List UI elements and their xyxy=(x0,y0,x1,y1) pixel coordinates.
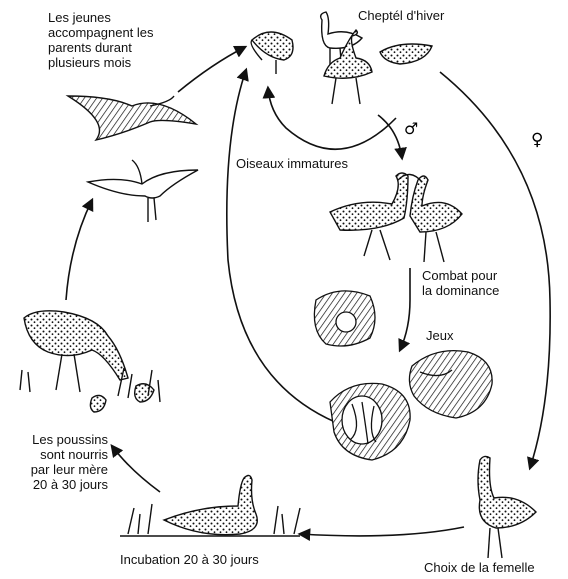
winter-flock-illustration xyxy=(251,12,432,104)
label-chicks-fed: Les poussins sont nourris par leur mère … xyxy=(8,432,108,492)
display-bird-large-illustration xyxy=(330,383,410,460)
label-young-accompany: Les jeunes accompagnent les parents dura… xyxy=(48,10,154,70)
label-immature-birds: Oiseaux immatures xyxy=(236,156,348,171)
display-bird-jeux-illustration xyxy=(409,351,492,418)
standing-female-illustration xyxy=(478,456,536,558)
arrow-combat-to-display xyxy=(400,268,410,350)
flying-juvenile-illustration xyxy=(88,160,198,222)
female-with-chicks-illustration xyxy=(20,311,160,412)
arrow-chicks-to-young xyxy=(66,200,92,300)
arrow-incubation-to-chicks xyxy=(112,446,160,492)
label-incubation: Incubation 20 à 30 jours xyxy=(120,552,259,567)
arrow-immature-back-to-flock xyxy=(268,88,396,149)
arrow-young-to-winter-flock xyxy=(178,47,245,92)
incubating-female-illustration xyxy=(120,475,300,536)
arrow-choice-to-incubation xyxy=(300,527,464,536)
arrow-flock-to-immature xyxy=(378,115,402,158)
label-female-choice: Choix de la femelle xyxy=(424,560,535,575)
flying-adult-illustration xyxy=(68,96,196,140)
label-combat-dominance: Combat pour la dominance xyxy=(422,268,499,298)
male-symbol: ♂ xyxy=(404,119,418,138)
combat-males-illustration xyxy=(330,173,462,262)
display-bird-small-illustration xyxy=(314,291,375,346)
label-jeux: Jeux xyxy=(426,328,453,343)
label-winter-flock: Cheptél d'hiver xyxy=(358,8,444,23)
female-symbol: ♀ xyxy=(531,130,543,150)
